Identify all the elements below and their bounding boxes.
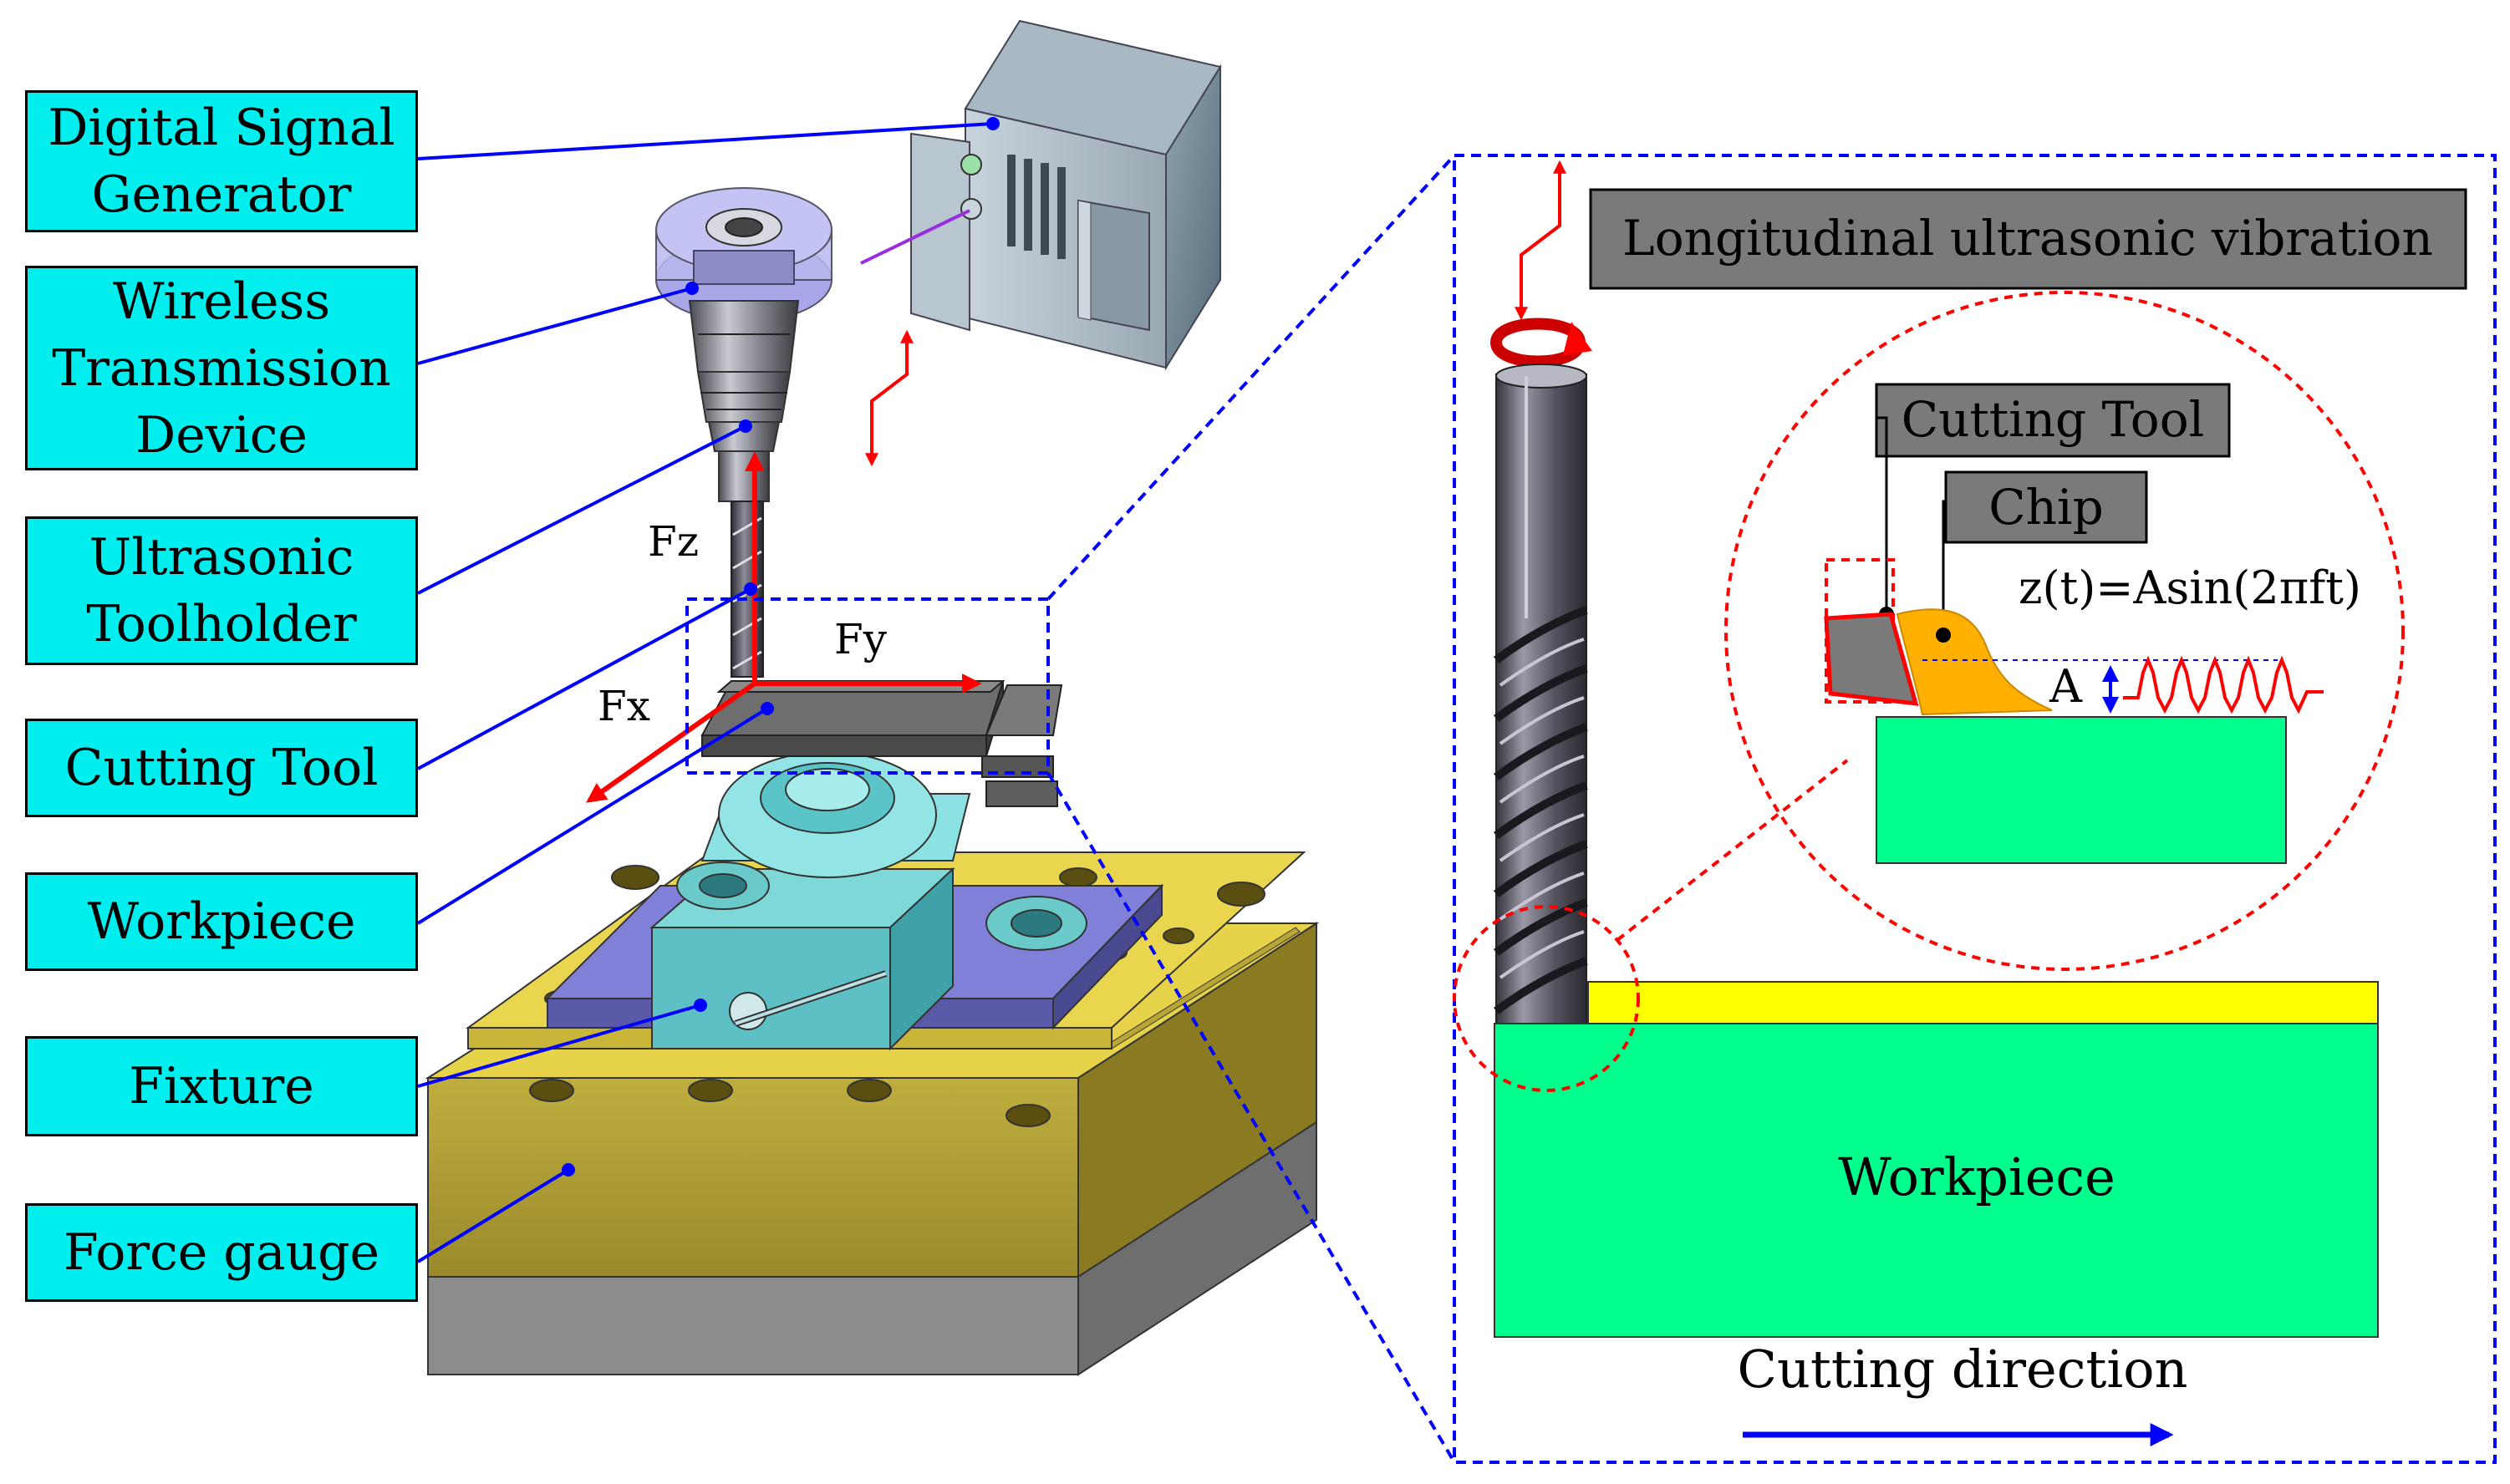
ultrasonic-toolholder-device [655,187,832,502]
ultrasonic-zigzag-arrow-left [865,329,914,467]
inset-workpiece [1876,716,2287,864]
label-workpiece: Workpiece [25,872,418,971]
workpiece-top-strip [1587,981,2379,1024]
workpiece-detail-label: Workpiece [1838,1146,2115,1207]
workpiece-block [700,680,1063,807]
vise-body [649,718,1087,1051]
force-arrows [586,451,982,803]
label-fixture: Fixture [25,1036,418,1136]
inset-cutting-tool-box [1875,383,2231,458]
chip-shape [1896,608,2053,716]
leader-dots [562,117,1000,1177]
cutting-direction-label: Cutting direction [1738,1339,2188,1400]
cutting-tool-large [1494,363,1588,1027]
force-label-fz: Fz [648,517,699,566]
inset-chip-label: Chip [1988,479,2103,536]
force-label-fy: Fy [834,615,888,663]
signal-cable [860,209,970,265]
rotation-arrow [1490,318,1592,368]
force-gauge-base [427,1118,1317,1376]
zoom-circle-lines [1453,291,2405,1092]
amplitude-label: A [2049,660,2083,713]
inset-cutting-tool-label: Cutting Tool [1902,391,2204,448]
vibration-label: Longitudinal ultrasonic vibration [1622,210,2433,267]
cutting-tool-small [731,501,764,678]
workpiece-detail [1494,1023,2379,1338]
vibration-label-box [1589,188,2467,290]
zoom-region [685,154,2497,1464]
leader-lines [416,122,994,1263]
force-label-fx: Fx [598,682,650,730]
equation-label: z(t)=Asin(2πft) [2019,562,2361,614]
vibration-wave [2123,655,2324,714]
tool-tip [1824,612,1919,706]
label-force-gauge: Force gauge [25,1203,418,1302]
digital-signal-generator-device [910,19,1222,371]
inset-chip-box [1944,470,2148,544]
vibration-zigzag-arrow [1515,160,1566,321]
label-cutting-tool: Cutting Tool [25,719,418,817]
